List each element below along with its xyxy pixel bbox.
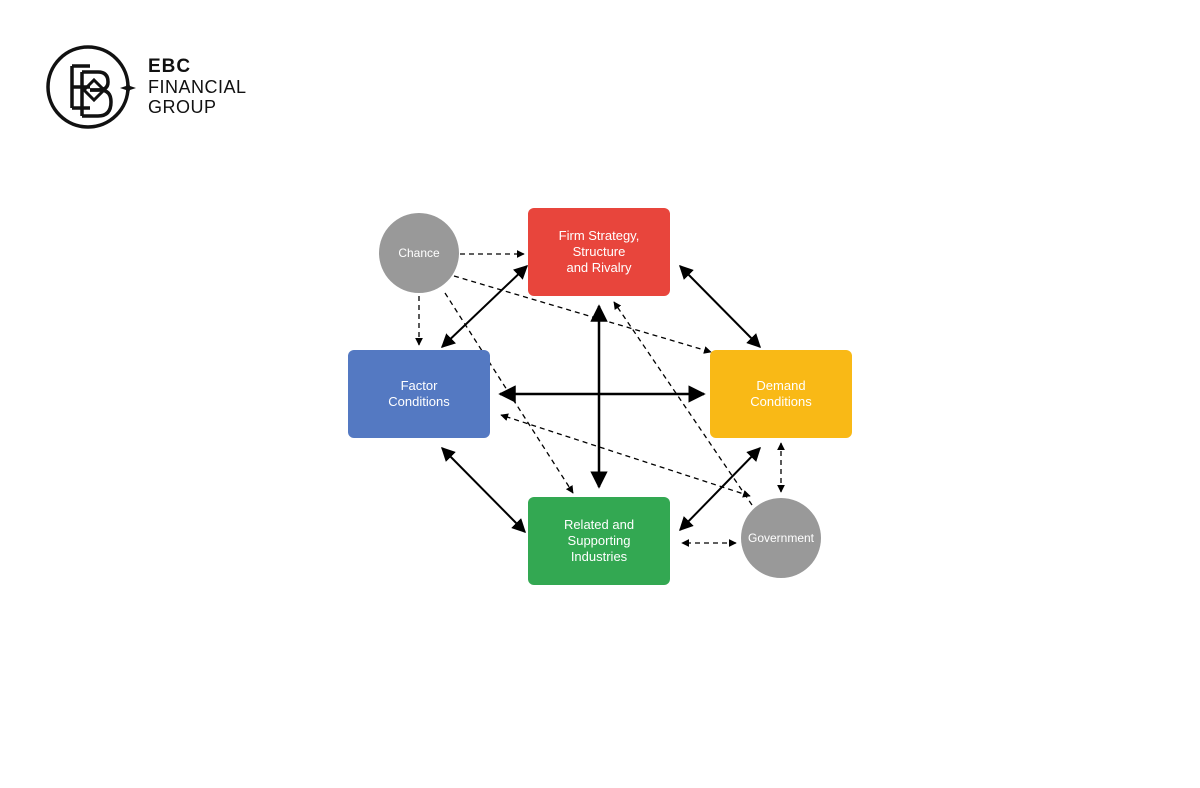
- dashed-gov-firm: [613, 301, 753, 506]
- node-firm-strategy: Firm Strategy, Structure and Rivalry: [528, 208, 670, 296]
- brand-name-line1: EBC: [148, 56, 192, 77]
- arrow-factor-related: [441, 447, 526, 533]
- node-government: Government: [741, 498, 821, 578]
- ebc-monogram-icon: [46, 45, 136, 129]
- brand-name-line2: FINANCIAL: [148, 77, 247, 97]
- node-chance: Chance: [379, 213, 459, 293]
- dashed-gov-factor: [500, 413, 751, 498]
- node-related-industries: Related and Supporting Industries: [528, 497, 670, 585]
- brand-logo: EBC FINANCIAL GROUP: [46, 44, 266, 132]
- arrow-firm-demand: [679, 265, 761, 348]
- brand-name: EBC FINANCIAL GROUP: [148, 56, 247, 118]
- node-demand-conditions: Demand Conditions: [710, 350, 852, 438]
- node-factor-conditions: Factor Conditions: [348, 350, 490, 438]
- dashed-chance-related: [444, 292, 574, 494]
- arrow-firm-factor: [440, 265, 529, 348]
- brand-name-line3: GROUP: [148, 97, 217, 117]
